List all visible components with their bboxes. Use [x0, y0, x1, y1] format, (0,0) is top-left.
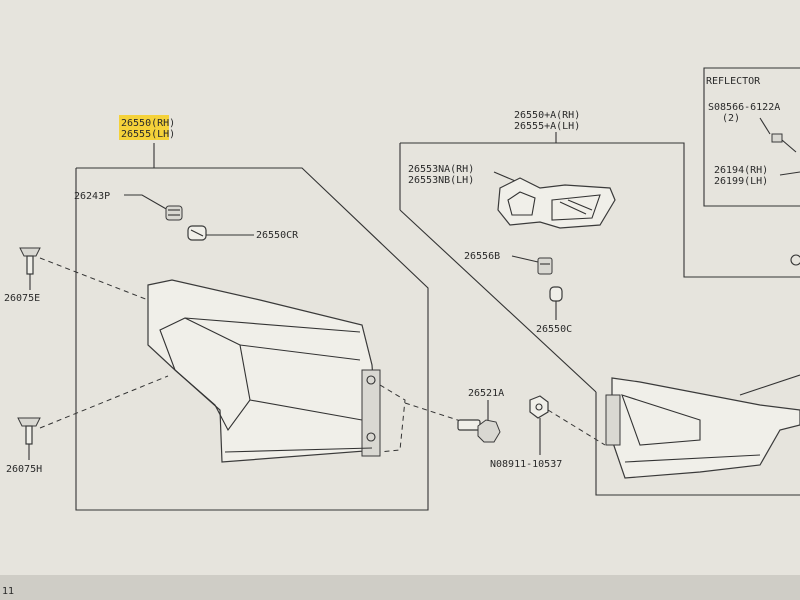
- socket-26556b-leader: [511, 255, 539, 263]
- bracket-26553na-label: 26553NA(RH): [408, 164, 474, 175]
- nut-08911-label: N08911-10537: [490, 459, 562, 470]
- reflector-26199-label: 26199(LH): [714, 176, 768, 187]
- bulb-26550cr-label: 26550CR: [256, 230, 299, 241]
- clip-26075e-label: 26075E: [4, 293, 40, 304]
- reflector-frame: [703, 67, 800, 207]
- rear-combination-lamp-icon: [147, 279, 381, 463]
- bracket-26553nb-label: 26553NB(LH): [408, 175, 474, 186]
- paper-edge: [0, 575, 800, 600]
- page-mark: 11: [2, 586, 14, 597]
- clip-26075h-label: 26075H: [6, 464, 42, 475]
- bulb-26550cr-icon: [187, 225, 207, 241]
- bolt-26521a-label: 26521A: [468, 388, 504, 399]
- nut-08911-icon: [529, 395, 549, 419]
- circled-marker-icon: [790, 254, 800, 266]
- main-rh-label: 26550(RH): [121, 118, 175, 129]
- bulb-26550c-label: 26550C: [536, 324, 572, 335]
- bracket-26553-icon: [497, 177, 616, 229]
- screw-08566-leader: [759, 117, 771, 135]
- screw-08566-qty: (2): [722, 113, 740, 124]
- socket-26243p-leader: [124, 194, 169, 211]
- bulb-socket-icon: [165, 205, 183, 221]
- clip-26075h-icon: [17, 417, 41, 445]
- socket-26556b-label: 26556B: [464, 251, 500, 262]
- reflector-26194-label: 26194(RH): [714, 165, 768, 176]
- left-assembly-frame: [75, 167, 429, 511]
- main-lh-label: 26555(LH): [121, 129, 175, 140]
- screw-08566-label: S08566-6122A: [708, 102, 780, 113]
- inner-lh-label: 26555+A(LH): [514, 121, 580, 132]
- socket-26556b-icon: [537, 257, 553, 275]
- mount-line-nut: [547, 409, 606, 446]
- inner-lamp-icon: [605, 374, 800, 479]
- bulb-26550c-icon: [549, 286, 563, 302]
- main-label-highlight: [119, 115, 169, 140]
- bolt-26521a-icon: [457, 419, 501, 443]
- mount-line-bolt-bracket: [379, 384, 406, 453]
- inner-assembly-frame-top: [400, 142, 800, 278]
- reflector-title: REFLECTOR: [706, 76, 761, 87]
- reflector-leader: [779, 171, 800, 176]
- inner-assembly-frame-diagonal: [399, 209, 597, 393]
- mount-line-upper: [39, 257, 149, 301]
- inner-assembly-frame-bottom: [595, 392, 800, 496]
- socket-26243p-label: 26243P: [74, 191, 110, 202]
- inner-rh-label: 26550+A(RH): [514, 110, 580, 121]
- screw-08566-icon: [771, 133, 797, 153]
